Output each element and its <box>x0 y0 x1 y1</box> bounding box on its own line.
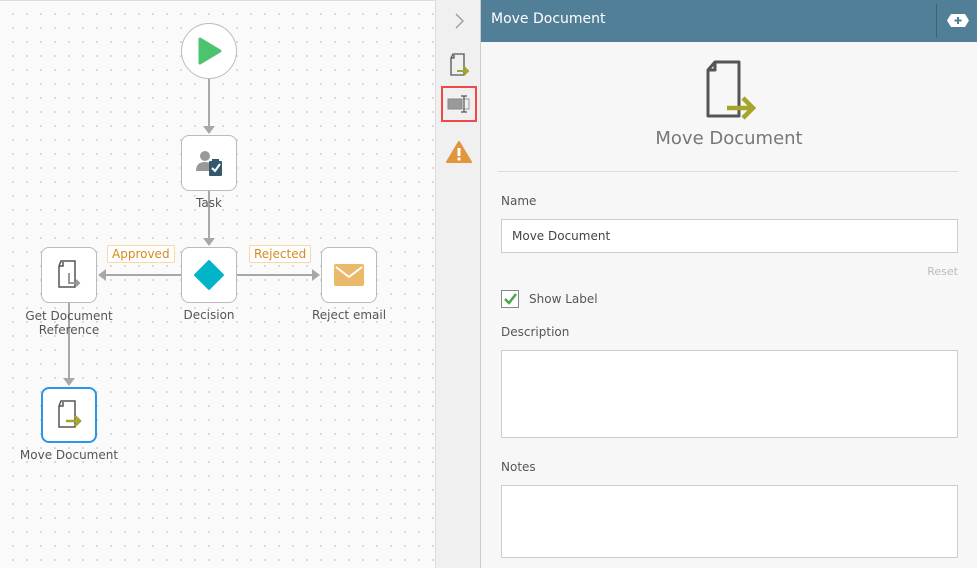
start-node[interactable] <box>181 23 237 79</box>
reject-email-node[interactable] <box>321 247 377 303</box>
collapse-panel-button[interactable] <box>441 3 477 39</box>
panel-header: Move Document <box>481 0 977 42</box>
plus-icon <box>947 14 969 27</box>
edge-decision-getdoc <box>103 274 181 276</box>
expand-button[interactable] <box>947 14 969 27</box>
document-reference-icon <box>58 260 81 288</box>
decision-label: Decision <box>183 308 235 322</box>
user-task-icon <box>196 151 222 176</box>
warning-icon <box>446 141 472 163</box>
edge-label-rejected: Rejected <box>249 245 312 263</box>
properties-tab-button[interactable] <box>441 47 477 83</box>
reject-email-label: Reject email <box>311 308 387 322</box>
panel-title: Move Document <box>655 128 803 149</box>
show-label-text: Show Label <box>529 292 598 306</box>
header-divider <box>936 4 937 38</box>
chevron-right-icon <box>455 13 464 29</box>
warnings-tab-button[interactable] <box>441 134 477 170</box>
text-field-icon <box>447 95 470 113</box>
decision-node[interactable] <box>181 247 237 303</box>
move-document-label: Move Document <box>19 448 119 462</box>
move-document-node[interactable] <box>41 387 97 443</box>
panel-toolbar <box>435 0 481 568</box>
move-document-icon <box>450 53 470 76</box>
description-label: Description <box>501 325 570 339</box>
edge-getdoc-move <box>68 303 70 381</box>
description-textarea[interactable] <box>501 350 958 438</box>
task-label: Task <box>196 196 222 210</box>
notes-label: Notes <box>501 460 536 474</box>
divider <box>498 171 958 172</box>
play-icon <box>198 37 222 65</box>
move-document-large-icon <box>706 60 757 120</box>
get-document-reference-node[interactable] <box>41 247 97 303</box>
edge-start-task <box>208 79 210 129</box>
task-node[interactable] <box>181 135 237 191</box>
properties-panel: Move Document Move Document Name Reset S… <box>481 0 977 568</box>
reset-link[interactable]: Reset <box>927 265 958 278</box>
workflow-canvas[interactable]: Approved Rejected Task Decision Get Docu… <box>0 0 435 568</box>
edge-decision-reject <box>237 274 315 276</box>
edge-arrowheads <box>63 126 320 386</box>
name-input[interactable] <box>501 219 958 253</box>
move-document-icon <box>58 400 82 428</box>
panel-header-title: Move Document <box>491 11 606 27</box>
notes-textarea[interactable] <box>501 485 958 558</box>
edge-label-approved: Approved <box>107 245 175 263</box>
email-icon <box>334 264 364 286</box>
checkmark-icon <box>504 293 517 305</box>
edge-task-decision <box>208 191 210 241</box>
name-label: Name <box>501 194 537 208</box>
label-tab-button[interactable] <box>441 86 477 122</box>
diamond-icon <box>194 260 224 290</box>
get-document-reference-label: Get Document Reference <box>25 309 113 337</box>
show-label-checkbox[interactable] <box>501 290 519 308</box>
